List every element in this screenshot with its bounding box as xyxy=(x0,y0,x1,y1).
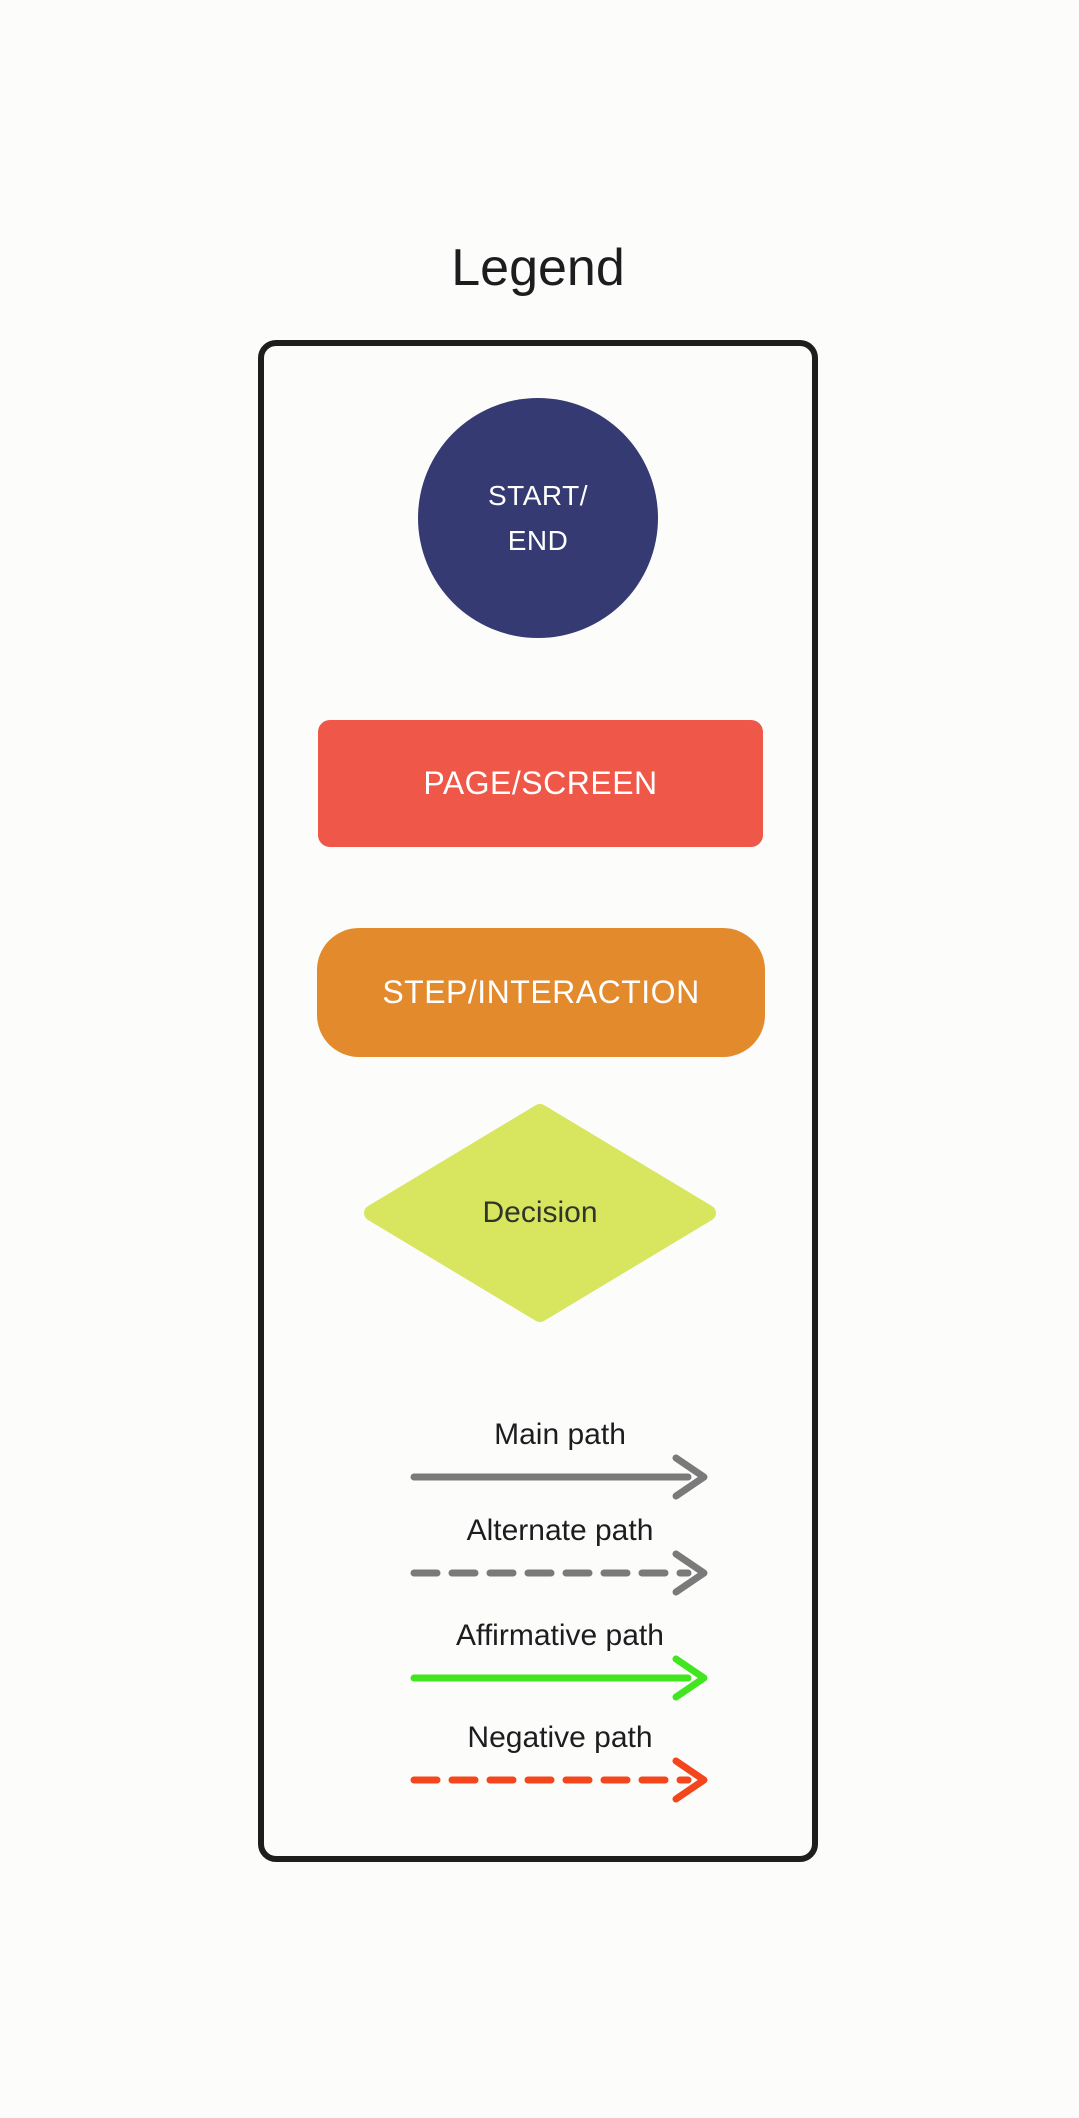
start-end-shape: START/ END xyxy=(418,398,658,638)
start-end-label-line2: END xyxy=(507,525,569,556)
affirmative-path-row: Affirmative path xyxy=(410,1618,710,1702)
alternate-path-label: Alternate path xyxy=(466,1514,654,1547)
decision-label: Decision xyxy=(482,1196,598,1229)
page-screen-label: PAGE/SCREEN xyxy=(423,765,658,801)
alternate-path-row: Alternate path xyxy=(410,1513,710,1597)
page-title: Legend xyxy=(451,239,625,297)
decision-shape: Decision xyxy=(363,1103,717,1323)
legend-box: START/ END PAGE/SCREEN STEP/INTERACTION … xyxy=(258,340,818,1862)
negative-path-row: Negative path xyxy=(410,1720,710,1804)
step-interaction-label: STEP/INTERACTION xyxy=(382,974,700,1010)
diamond-icon xyxy=(364,1104,716,1322)
main-path-row: Main path xyxy=(410,1417,710,1501)
start-end-label-line1: START/ xyxy=(488,480,588,511)
negative-path-label: Negative path xyxy=(467,1721,653,1754)
main-path-arrow-icon xyxy=(410,1454,708,1500)
main-path-label: Main path xyxy=(494,1418,626,1451)
alternate-path-arrow-icon xyxy=(410,1550,708,1596)
step-interaction-shape: STEP/INTERACTION xyxy=(317,928,765,1057)
affirmative-path-label: Affirmative path xyxy=(456,1619,664,1652)
negative-path-arrow-icon xyxy=(410,1757,708,1803)
affirmative-path-arrow-icon xyxy=(410,1655,708,1701)
page-screen-shape: PAGE/SCREEN xyxy=(318,720,763,847)
